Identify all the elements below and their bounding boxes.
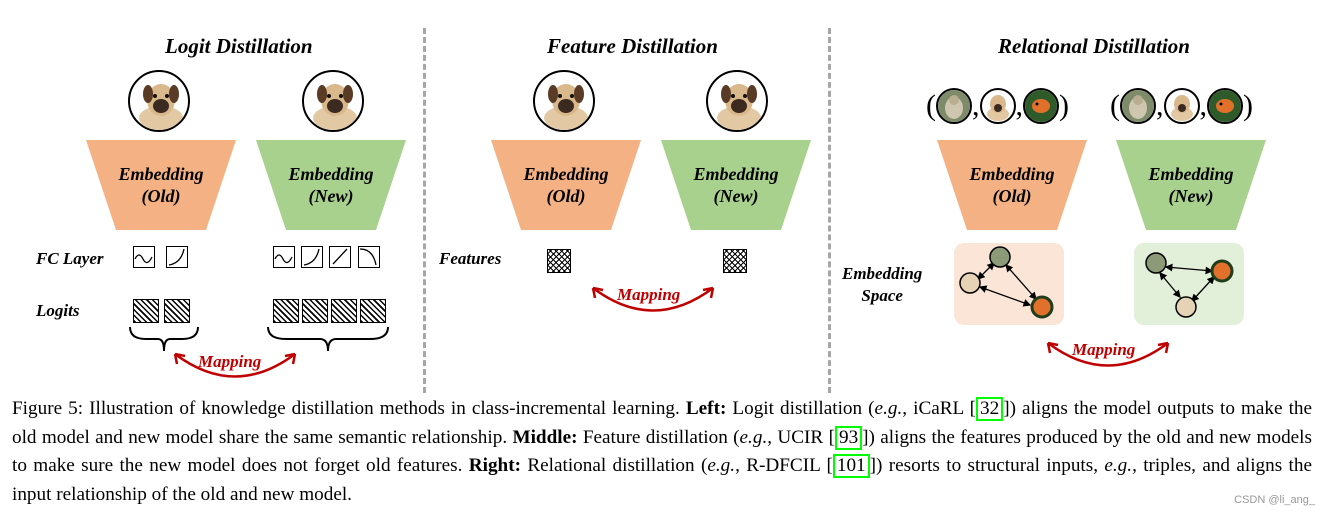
fish-image-icon	[1023, 88, 1059, 124]
embedding-space-new	[1134, 243, 1244, 325]
logit-box	[331, 299, 357, 323]
dog-image-icon	[533, 70, 595, 132]
relation-graph-icon	[1145, 252, 1234, 318]
caption-right-bold: Right:	[468, 455, 521, 476]
tuple-sep: ,	[1199, 89, 1208, 122]
logit-box	[133, 299, 159, 323]
curly-brace-icon	[267, 326, 389, 352]
panel-title-feature: Feature Distillation	[547, 34, 718, 58]
fc-function-box	[358, 246, 380, 268]
watermark: CSDN @li_ang_	[1234, 494, 1315, 506]
embedding-new-label-1: Embedding	[693, 164, 779, 184]
logit-box	[302, 299, 328, 323]
embedding-old-label-1: Embedding	[969, 164, 1055, 184]
tuple-sep: ,	[1015, 89, 1024, 122]
mapping-label-logit: Mapping	[198, 352, 262, 371]
divider-left	[423, 28, 426, 393]
citation-link[interactable]: 93	[834, 425, 863, 450]
tuple-sep: ,	[1156, 89, 1164, 122]
caption-eg: e.g.	[739, 426, 768, 448]
caption-text: Relational distillation (	[520, 455, 708, 476]
embedding-new-label-1: Embedding	[288, 164, 374, 184]
mapping-arrow-icon	[1046, 341, 1170, 367]
dog-image-icon	[1163, 88, 1200, 124]
fish-image-icon	[1207, 88, 1243, 124]
tuple-open: (	[1110, 89, 1120, 122]
embedding-old-block: Embedding (Old)	[937, 140, 1087, 230]
mapping-label-relational: Mapping	[1072, 340, 1136, 359]
curly-brace-icon	[129, 326, 199, 352]
panel-title-logit: Logit Distillation	[165, 34, 313, 58]
embedding-space-label: Embedding Space	[842, 263, 922, 307]
dog-image-icon	[706, 70, 768, 132]
citation-link[interactable]: 101	[832, 454, 870, 478]
embedding-new-label-2: (New)	[713, 186, 759, 206]
feature-box	[723, 249, 747, 273]
caption-text: ]) resorts to structural inputs,	[869, 455, 1105, 476]
logit-box	[164, 299, 190, 323]
embedding-new-block: Embedding (New)	[256, 140, 406, 230]
caption-text: Logit distillation (	[726, 398, 875, 419]
logit-box	[273, 299, 299, 323]
caption-text: , iCaRL [	[902, 398, 977, 419]
dog-image-icon	[128, 70, 190, 132]
embedding-old-label-2: (Old)	[546, 186, 586, 206]
citation-link[interactable]: 32	[976, 397, 1004, 421]
embedding-new-block: Embedding (New)	[661, 140, 811, 230]
caption-text: , UCIR [	[767, 426, 835, 448]
embedding-old-label-2: (Old)	[141, 186, 181, 206]
mapping-arrow-icon	[591, 286, 715, 312]
embedding-new-label-2: (New)	[308, 186, 354, 206]
caption-text: ]) aligns the features produced by the o…	[12, 426, 1312, 477]
fc-function-box	[329, 246, 351, 268]
embedding-old-label-1: Embedding	[118, 164, 204, 184]
caption-text: , triples, and aligns the input relation…	[12, 455, 1312, 505]
panel-title-relational: Relational Distillation	[998, 34, 1190, 58]
logits-label: Logits	[36, 301, 80, 320]
divider-right	[828, 28, 831, 393]
fc-function-box	[301, 246, 323, 268]
tuple-close: )	[1243, 89, 1253, 122]
embedding-space-label-2: Space	[861, 286, 903, 305]
tuple-sep: ,	[972, 89, 980, 122]
embedding-space-old	[954, 243, 1064, 325]
triple-input-new: ( , , )	[1110, 86, 1253, 126]
caption-eg: e.g.	[707, 455, 736, 476]
embedding-old-block: Embedding (Old)	[491, 140, 641, 230]
triple-input-old: ( , , )	[926, 86, 1069, 126]
embedding-old-label-2: (Old)	[992, 186, 1032, 206]
embedding-new-block: Embedding (New)	[1116, 140, 1266, 230]
embedding-old-label-1: Embedding	[523, 164, 609, 184]
caption-text: Feature distillation (	[577, 426, 740, 448]
dog-image-icon	[302, 70, 364, 132]
embedding-new-label-1: Embedding	[1148, 164, 1234, 184]
embedding-space-label-1: Embedding	[842, 264, 923, 283]
bird-image-icon	[936, 88, 972, 124]
dog-image-icon	[979, 88, 1016, 124]
fc-layer-label: FC Layer	[36, 249, 104, 268]
embedding-new-label-2: (New)	[1168, 186, 1214, 206]
embedding-old-block: Embedding (Old)	[86, 140, 236, 230]
tuple-close: )	[1059, 89, 1069, 122]
fc-function-box	[133, 246, 155, 268]
caption-left-bold: Left:	[685, 398, 727, 419]
caption-fig: Figure 5: Illustration of knowledge dist…	[12, 398, 686, 419]
fc-function-box	[273, 246, 295, 268]
caption-middle-bold: Middle:	[512, 426, 578, 448]
caption-text: , R-DFCIL [	[735, 455, 833, 476]
relation-graph-icon	[959, 246, 1054, 319]
tuple-open: (	[926, 89, 936, 122]
feature-box	[547, 249, 571, 273]
logit-box	[360, 299, 386, 323]
caption-text: ]) aligns the model outputs to make the …	[12, 398, 1313, 448]
caption-eg: e.g.	[1104, 455, 1133, 476]
bird-image-icon	[1120, 88, 1156, 124]
mapping-arrow-icon	[173, 352, 297, 378]
features-label: Features	[439, 249, 502, 268]
fc-function-box	[166, 246, 188, 268]
figure-caption: Figure 5: Illustration of knowledge dist…	[12, 395, 1312, 509]
mapping-label-feature: Mapping	[617, 285, 681, 304]
caption-eg: e.g.	[874, 398, 903, 419]
